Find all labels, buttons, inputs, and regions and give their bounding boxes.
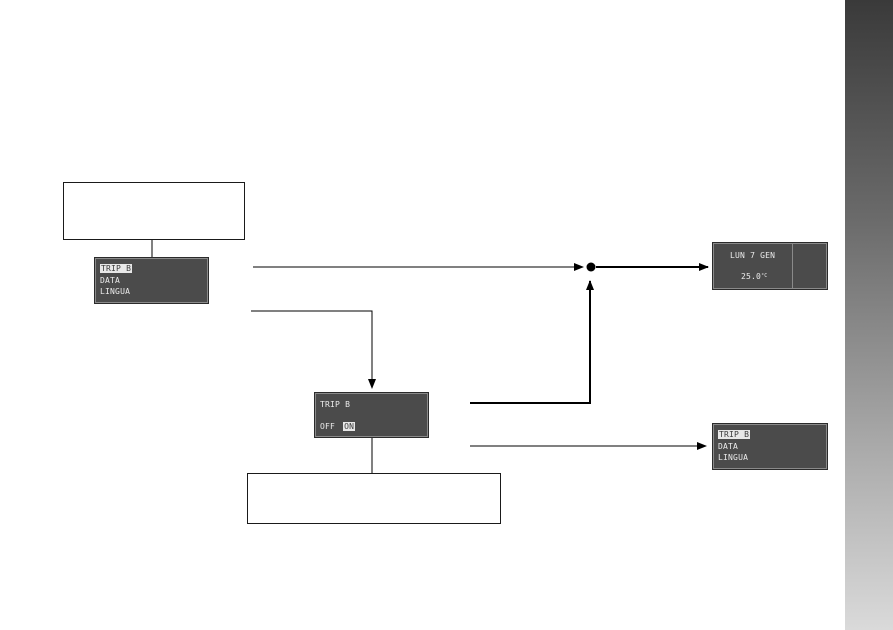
menu-item-lingua: LINGUA: [100, 287, 131, 296]
junction-dot: [586, 262, 596, 272]
menu-item-data-right: DATA: [718, 442, 739, 451]
arrow-trip-b-to-dot: [470, 280, 594, 404]
menu-item-trip-b-right: TRIP B: [718, 430, 751, 439]
date-text: LUN 7 GEN: [730, 251, 776, 260]
date-screen: LUN 7 GEN 25.0°C: [713, 243, 827, 289]
note-box-bottom: [247, 473, 501, 524]
side-tab-gradient: [845, 0, 893, 630]
option-off: OFF: [320, 422, 336, 431]
option-on: ON: [343, 422, 356, 431]
trip-b-screen: TRIP B OFF ON: [315, 393, 428, 437]
note-box-top: [63, 182, 245, 240]
screen-divider: [792, 244, 793, 288]
menu-item-trip-b: TRIP B: [100, 264, 133, 273]
menu-item-data: DATA: [100, 276, 121, 285]
menu-screen-left: TRIP B DATA LINGUA: [95, 258, 208, 303]
temperature-value: 25.0: [741, 272, 762, 281]
arrow-menu-to-trip-b: [251, 310, 376, 389]
temperature-unit: °C: [761, 273, 768, 279]
menu-item-lingua-right: LINGUA: [718, 453, 749, 462]
menu-screen-right: TRIP B DATA LINGUA: [713, 424, 827, 469]
trip-b-title: TRIP B: [320, 400, 351, 409]
